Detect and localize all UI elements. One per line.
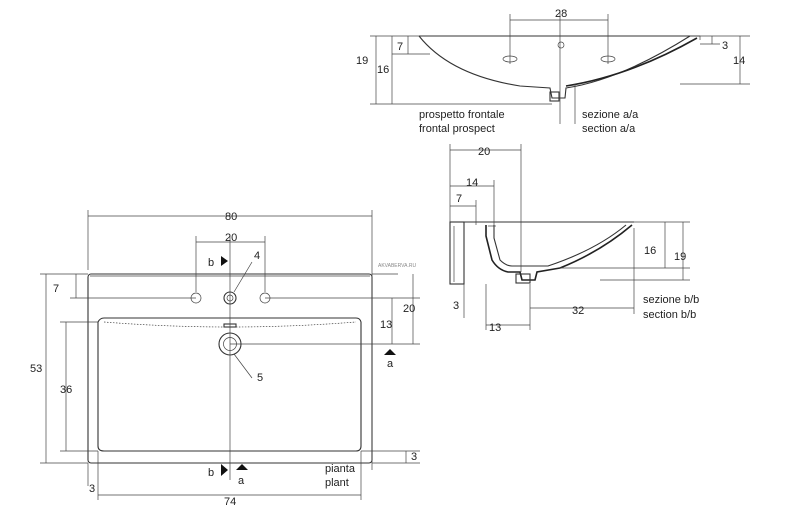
- plan-dim-36: 36: [60, 384, 72, 396]
- section-a-dim-3: 3: [722, 40, 728, 52]
- plan-dim-7: 7: [53, 283, 59, 295]
- plan-dim-5: 5: [257, 372, 263, 384]
- frontal-dim-7: 7: [397, 41, 403, 53]
- plan-dim-20-right: 20: [403, 303, 415, 315]
- section-b-view: [449, 144, 690, 330]
- frontal-prospect-view: [370, 12, 750, 124]
- section-a-dim-14: 14: [733, 55, 745, 67]
- plan-dim-74: 74: [224, 496, 236, 508]
- plan-dim-13: 13: [380, 319, 392, 331]
- plan-dim-80: 80: [225, 211, 237, 223]
- section-marker-b-top: b: [208, 257, 214, 269]
- section-marker-b-bottom: b: [208, 467, 214, 479]
- section-b-dim-7: 7: [456, 193, 462, 205]
- section-b-caption-it: sezione b/b: [643, 294, 699, 306]
- section-marker-a-right: a: [387, 358, 394, 370]
- section-b-dim-32: 32: [572, 305, 584, 317]
- frontal-caption-en: frontal prospect: [419, 123, 495, 135]
- section-b-dim-19: 19: [674, 251, 686, 263]
- section-b-dim-16: 16: [644, 245, 656, 257]
- section-b-dim-3: 3: [453, 300, 459, 312]
- section-b-dim-13: 13: [489, 322, 501, 334]
- plan-dim-3-right: 3: [411, 451, 417, 463]
- frontal-dim-16: 16: [377, 64, 389, 76]
- section-b-dim-14: 14: [466, 177, 478, 189]
- plan-dim-4: 4: [254, 250, 260, 262]
- frontal-dim-28: 28: [555, 8, 567, 20]
- plan-dim-3-bottom: 3: [89, 483, 95, 495]
- plan-caption-it: pianta: [325, 463, 356, 475]
- plan-caption-en: plant: [325, 477, 349, 489]
- section-a-caption-it: sezione a/a: [582, 109, 639, 121]
- section-marker-a-bottom: a: [238, 475, 245, 487]
- frontal-dim-19: 19: [356, 55, 368, 67]
- section-a-caption-en: section a/a: [582, 123, 636, 135]
- plan-dim-20-holes: 20: [225, 232, 237, 244]
- frontal-caption-it: prospetto frontale: [419, 109, 505, 121]
- section-b-dim-20: 20: [478, 146, 490, 158]
- section-b-caption-en: section b/b: [643, 309, 696, 321]
- watermark-text: AKVABERVA.RU: [378, 263, 416, 269]
- plan-view: [40, 210, 420, 500]
- plan-dim-53: 53: [30, 363, 42, 375]
